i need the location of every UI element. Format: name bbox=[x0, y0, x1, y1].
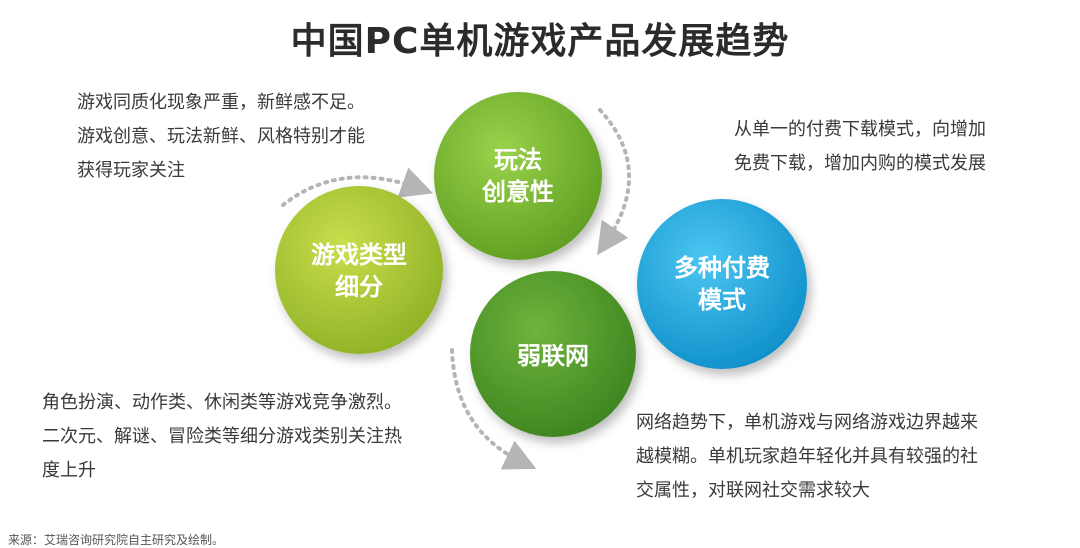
circle-genre-label: 游戏类型 细分 bbox=[311, 241, 407, 301]
circle-weaknet-label: 弱联网 bbox=[517, 342, 589, 370]
circle-gameplay bbox=[434, 92, 602, 260]
circle-payment-label: 多种付费 模式 bbox=[674, 254, 770, 314]
source-note: 来源：艾瑞咨询研究院自主研究及绘制。 bbox=[8, 533, 225, 547]
circle-genre bbox=[275, 186, 443, 354]
desc-bottom-right: 网络趋势下，单机游戏与网络游戏边界越来 越模糊。单机玩家趋年轻化并具有较强的社 … bbox=[636, 412, 978, 501]
arrow-gameplay-to-payment bbox=[597, 108, 632, 256]
desc-top-left: 游戏同质化现象严重，新鲜感不足。 游戏创意、玩法新鲜、风格特别才能 获得玩家关注 bbox=[77, 92, 365, 181]
arrow-genre-to-gameplay bbox=[281, 167, 434, 207]
page-title: 中国PC单机游戏产品发展趋势 bbox=[290, 21, 790, 62]
arrow-bottom-left bbox=[450, 348, 537, 470]
circle-payment bbox=[637, 199, 807, 369]
circle-weaknet bbox=[470, 271, 636, 437]
desc-bottom-left: 角色扮演、动作类、休闲类等游戏竞争激烈。 二次元、解谜、冒险类等细分游戏类别关注… bbox=[42, 392, 402, 481]
circle-gameplay-label: 玩法 创意性 bbox=[482, 146, 554, 206]
desc-top-right: 从单一的付费下载模式，向增加 免费下载，增加内购的模式发展 bbox=[734, 119, 986, 174]
